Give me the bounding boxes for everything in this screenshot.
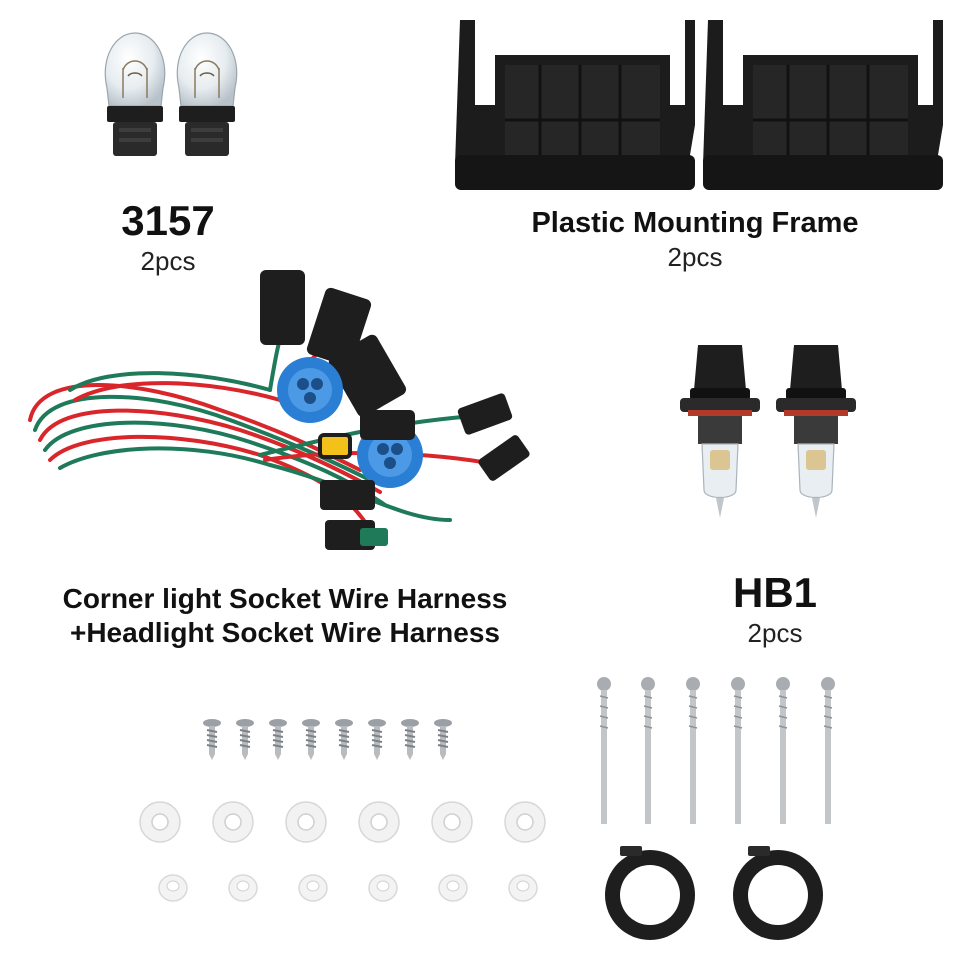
wire-harness-group xyxy=(20,270,540,570)
mounting-frame-title: Plastic Mounting Frame xyxy=(531,207,859,239)
wire-harness-title-line-1: Corner light Socket Wire Harness xyxy=(62,583,508,614)
bulb-3157-group xyxy=(95,28,245,163)
bulb-hb1-group xyxy=(680,340,870,525)
long-bolt-icon xyxy=(597,676,836,825)
mounting-frame-icon xyxy=(455,18,945,192)
wire-harness-title-line-2: +Headlight Socket Wire Harness xyxy=(69,617,500,648)
mounting-frame-qty: 2pcs xyxy=(667,242,723,272)
screw-row xyxy=(200,718,470,763)
bulb-3157-label: 3157 2pcs xyxy=(78,196,258,276)
wire-harness-label: Corner light Socket Wire Harness +Headli… xyxy=(20,582,550,650)
clip-rows xyxy=(135,800,555,910)
bulb-3157-qty: 2pcs xyxy=(140,246,196,276)
mounting-frame-label: Plastic Mounting Frame 2pcs xyxy=(500,205,890,273)
bulb-hb1-label: HB1 2pcs xyxy=(680,568,870,648)
wire-harness-icon xyxy=(28,270,530,550)
retaining-ring-icon xyxy=(605,846,823,940)
bulb-hb1-icon xyxy=(680,344,857,519)
bulb-hb1-qty: 2pcs xyxy=(747,618,803,648)
nylon-clip-icon xyxy=(139,801,546,902)
bulb-3157-title: 3157 xyxy=(121,197,215,244)
bolt-row xyxy=(592,676,842,828)
mounting-frame-group xyxy=(455,15,945,195)
screw-icon xyxy=(203,718,453,761)
bulb-3157-icon xyxy=(104,32,238,157)
ring-row xyxy=(600,840,850,945)
bulb-hb1-title: HB1 xyxy=(732,569,818,616)
